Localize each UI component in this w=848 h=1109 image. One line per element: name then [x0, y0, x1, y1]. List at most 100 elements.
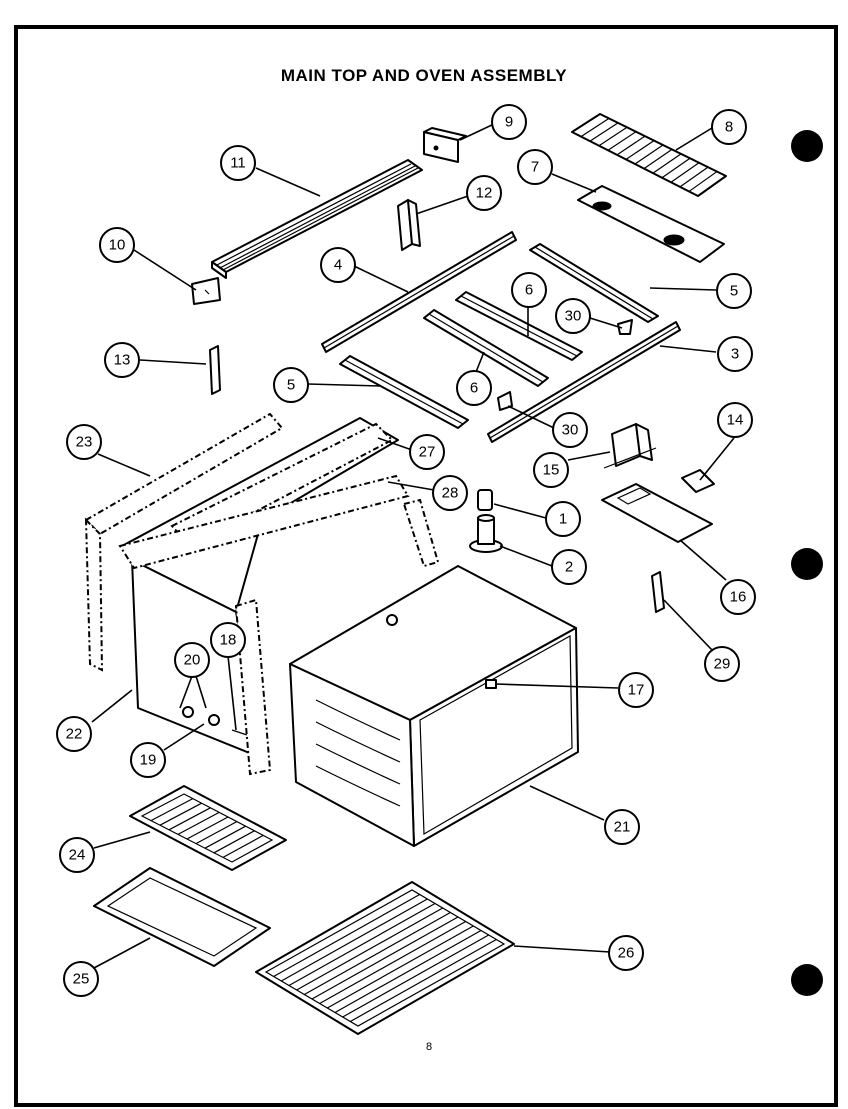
svg-text:27: 27	[419, 444, 436, 461]
hatch-line	[327, 925, 474, 1009]
part-4-rail	[321, 231, 517, 353]
svg-text:15: 15	[543, 462, 560, 479]
callout-16: 16	[720, 579, 756, 615]
svg-text:6: 6	[470, 380, 478, 397]
svg-text:3: 3	[731, 346, 739, 363]
hatch-line	[679, 166, 709, 188]
hatch-line	[652, 153, 682, 174]
hatch-line	[598, 126, 628, 147]
callout-30-upper: 30	[555, 298, 591, 334]
callout-18: 18	[210, 622, 246, 658]
svg-text:12: 12	[476, 185, 493, 202]
svg-text:1: 1	[559, 511, 567, 528]
part-10-bracket	[191, 277, 221, 305]
hatch-line	[288, 902, 436, 987]
svg-text:30: 30	[565, 308, 582, 325]
hatch-line	[625, 140, 655, 160]
svg-text:5: 5	[730, 283, 738, 300]
svg-text:18: 18	[220, 632, 237, 649]
callout-3: 3	[717, 336, 753, 372]
hatch-line	[580, 117, 610, 138]
page-title: MAIN TOP AND OVEN ASSEMBLY	[280, 66, 568, 85]
callout-4: 4	[320, 247, 356, 283]
callout-6-lower: 6	[456, 370, 492, 406]
hatch-line	[319, 920, 466, 1005]
svg-text:19: 19	[140, 752, 157, 769]
hatch-line	[281, 898, 428, 982]
callout-27: 27	[409, 434, 445, 470]
part-14-bracket	[681, 469, 715, 493]
hatch-line	[213, 830, 255, 854]
binder-hole-bottom	[791, 964, 823, 996]
callout-21: 21	[604, 809, 640, 845]
callout-13: 13	[104, 342, 140, 378]
svg-text:25: 25	[73, 971, 90, 988]
part-1-orifice	[477, 489, 493, 511]
hatch-line	[177, 811, 220, 835]
svg-text:17: 17	[628, 682, 645, 699]
svg-text:5: 5	[287, 377, 295, 394]
part-5-rail-upper	[529, 243, 659, 323]
svg-text:20: 20	[184, 652, 201, 669]
hatch-line	[350, 938, 497, 1023]
hatch-line	[150, 798, 194, 822]
hatch-line	[670, 162, 700, 183]
svg-text:9: 9	[505, 114, 513, 131]
part-7-burner-box	[577, 185, 725, 263]
binder-hole-middle	[791, 548, 823, 580]
part-5-rail-lower	[339, 355, 469, 429]
part-21-oven-liner	[289, 565, 579, 847]
hatch-line	[311, 916, 459, 1000]
hatch-line	[334, 929, 482, 1014]
svg-text:4: 4	[334, 257, 342, 274]
callout-14: 14	[717, 402, 753, 438]
hatch-line	[661, 157, 691, 179]
part-6-rail-lower	[423, 309, 549, 387]
svg-text:8: 8	[725, 119, 733, 136]
callout-12: 12	[466, 175, 502, 211]
svg-text:16: 16	[730, 589, 747, 606]
hatch-line	[296, 907, 443, 991]
callout-5-upper: 5	[716, 273, 752, 309]
part-15-box-bracket	[603, 423, 657, 469]
callout-22: 22	[56, 716, 92, 752]
callout-11: 11	[220, 145, 256, 181]
svg-text:11: 11	[230, 155, 246, 172]
callout-1: 1	[545, 501, 581, 537]
part-25-tray	[93, 867, 271, 967]
part-6-rail-upper	[455, 291, 583, 361]
svg-text:22: 22	[66, 726, 83, 743]
binder-hole-top	[791, 130, 823, 162]
hatch-line	[304, 911, 451, 996]
callout-17: 17	[618, 672, 654, 708]
svg-text:2: 2	[565, 559, 573, 576]
callout-7: 7	[517, 149, 553, 185]
svg-text:29: 29	[714, 656, 731, 673]
svg-text:13: 13	[114, 352, 131, 369]
hatch-line	[204, 825, 246, 849]
callout-5-lower: 5	[273, 367, 309, 403]
hatch-line	[634, 144, 664, 165]
part-9-bracket	[423, 127, 467, 163]
callout-15: 15	[533, 452, 569, 488]
part-23-insulation-wrap	[84, 412, 284, 672]
callout-26: 26	[608, 935, 644, 971]
part-2-burner-base	[469, 514, 503, 553]
callout-9: 9	[491, 104, 527, 140]
hatch-line	[342, 934, 489, 1018]
hatch-line	[222, 834, 264, 858]
part-16-panel	[601, 483, 713, 543]
hatch-line	[607, 131, 637, 151]
callout-29: 29	[704, 646, 740, 682]
hatch-line	[643, 148, 673, 170]
callout-30-lower: 30	[552, 412, 588, 448]
svg-text:24: 24	[69, 847, 86, 864]
part-11-rail	[211, 159, 423, 279]
callout-20: 20	[174, 642, 210, 678]
part-3-rail	[487, 321, 681, 443]
part-13-bracket	[209, 345, 221, 395]
part-12-bracket	[397, 199, 421, 251]
hatch-line	[616, 135, 646, 156]
hatch-line	[688, 171, 718, 192]
